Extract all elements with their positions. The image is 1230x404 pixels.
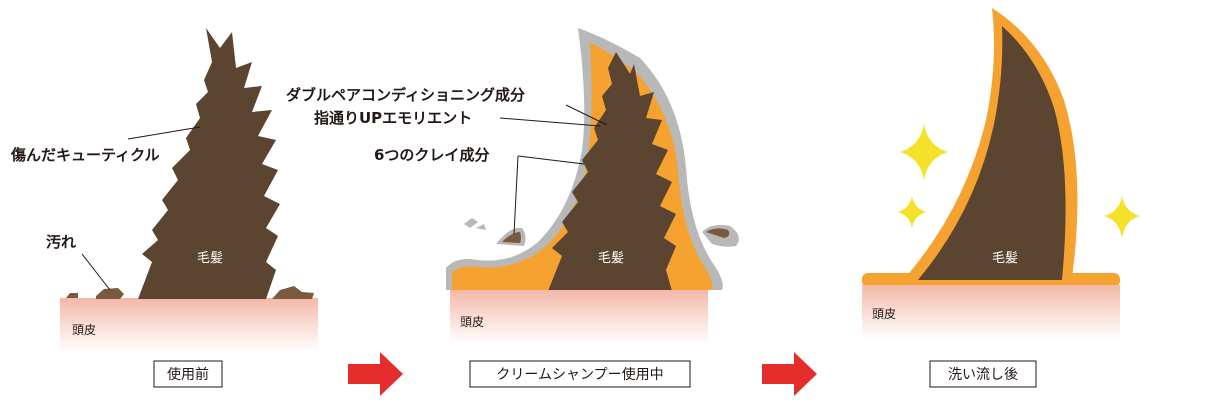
callout-line-dirt bbox=[81, 253, 111, 291]
hair-label: 毛髪 bbox=[197, 251, 223, 266]
callout-line-clay-dirt bbox=[513, 155, 519, 235]
panel-during: ダブルペアコンディショニング成分 指通りUPエモリエント 6つのクレイ成分 毛髪… bbox=[286, 28, 739, 388]
dirt-particle-coated bbox=[476, 224, 486, 230]
caption: クリームシャンプー使用中 bbox=[496, 366, 663, 383]
hair-label: 毛髪 bbox=[598, 251, 624, 266]
damaged-hair bbox=[138, 28, 280, 299]
callout-emollient: 指通りUPエモリエント bbox=[314, 109, 472, 127]
arrow-right-icon bbox=[348, 352, 403, 396]
dirt-particle-coated bbox=[464, 218, 478, 228]
callout-cuticle: 傷んだキューティクル bbox=[10, 146, 160, 164]
hair-label: 毛髪 bbox=[992, 251, 1018, 266]
panel-after: 毛髪 頭皮 洗い流し後 bbox=[862, 8, 1140, 388]
dirt-particle bbox=[272, 286, 314, 299]
dirt-particle bbox=[66, 293, 78, 298]
dirt-particle bbox=[502, 232, 521, 243]
arrow-right-icon bbox=[762, 352, 817, 396]
dirt-particle bbox=[96, 288, 124, 299]
caption-box bbox=[929, 360, 1037, 388]
caption-box bbox=[469, 360, 691, 388]
smooth-hair bbox=[918, 26, 1066, 280]
scalp-label: 頭皮 bbox=[872, 307, 896, 321]
scalp-label: 頭皮 bbox=[460, 315, 484, 329]
callout-conditioning: ダブルペアコンディショニング成分 bbox=[286, 86, 525, 104]
scalp-label: 頭皮 bbox=[72, 323, 96, 337]
callout-line-cuticle bbox=[127, 126, 201, 140]
coated-hair bbox=[548, 52, 676, 291]
callout-line-conditioning bbox=[565, 104, 608, 126]
scalp bbox=[450, 290, 708, 345]
caption: 洗い流し後 bbox=[948, 367, 1018, 383]
callout-clay: 6つのクレイ成分 bbox=[374, 146, 489, 164]
sparkle-icon bbox=[900, 124, 948, 180]
scalp bbox=[862, 285, 1120, 340]
callout-line-clay bbox=[517, 155, 585, 165]
scalp bbox=[60, 298, 318, 353]
sparkle-icon bbox=[898, 196, 926, 228]
panel-before: 傷んだキューティクル 汚れ 毛髪 頭皮 使用前 bbox=[10, 28, 318, 388]
callout-dirt: 汚れ bbox=[46, 233, 76, 251]
dirt-particle bbox=[706, 228, 730, 238]
callout-line-emollient bbox=[499, 117, 601, 127]
caption-box bbox=[153, 360, 223, 388]
sparkle-icon bbox=[1104, 196, 1140, 238]
caption: 使用前 bbox=[167, 366, 209, 383]
